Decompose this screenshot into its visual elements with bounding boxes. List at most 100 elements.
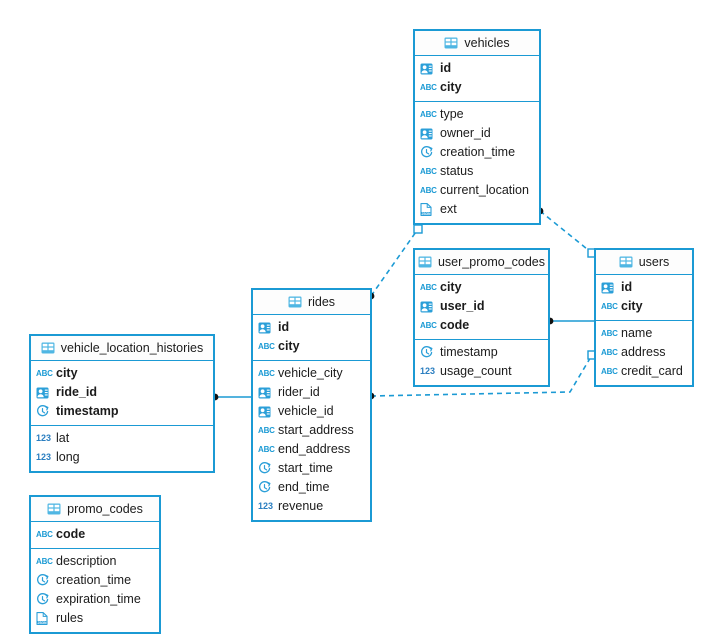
svg-text:JSON: JSON (422, 212, 432, 216)
field-name: lat (56, 431, 70, 446)
relationship-user_promo_codes-to-users[interactable] (546, 317, 594, 325)
field-row[interactable]: vehicle_id (253, 402, 370, 421)
table-header-vehicle_location_histories[interactable]: vehicle_location_histories (31, 336, 213, 361)
number-icon: 123 (420, 366, 436, 376)
string-icon: ABC (258, 425, 275, 435)
key-icon (36, 386, 51, 400)
svg-text:JSON: JSON (38, 621, 48, 625)
field-name: revenue (278, 499, 324, 514)
table-header-promo_codes[interactable]: promo_codes (31, 497, 159, 522)
field-row[interactable]: creation_time (415, 143, 539, 162)
field-row[interactable]: timestamp (31, 402, 213, 421)
relationship-vehicle_location_histories-to-rides[interactable] (211, 393, 251, 401)
field-row[interactable]: 123 revenue (253, 497, 370, 516)
field-name: expiration_time (56, 592, 141, 607)
field-name: city (621, 299, 643, 314)
field-section: timestamp 123 usage_count (415, 340, 548, 385)
string-icon: ABC (420, 166, 437, 176)
field-row[interactable]: user_id (415, 297, 548, 316)
string-icon: ABC (36, 368, 53, 378)
field-row[interactable]: creation_time (31, 571, 159, 590)
field-name: vehicle_id (278, 404, 334, 419)
field-row[interactable]: expiration_time (31, 590, 159, 609)
table-icon (444, 36, 459, 50)
table-title: rides (307, 295, 336, 309)
field-row[interactable]: timestamp (415, 343, 548, 362)
field-name: rules (56, 611, 84, 626)
field-row[interactable]: id (415, 59, 539, 78)
number-icon: 123 (258, 501, 274, 511)
field-name: timestamp (440, 345, 498, 360)
field-row[interactable]: id (253, 318, 370, 337)
key-icon (601, 281, 616, 295)
field-name: usage_count (440, 364, 512, 379)
timestamp-icon (258, 481, 273, 495)
field-name: start_address (278, 423, 354, 438)
string-icon: ABC (420, 282, 437, 292)
string-icon: ABC (420, 320, 437, 330)
field-row[interactable]: ride_id (31, 383, 213, 402)
table-header-user_promo_codes[interactable]: user_promo_codes (415, 250, 548, 275)
field-row[interactable]: end_time (253, 478, 370, 497)
field-row[interactable]: id (596, 278, 692, 297)
table-header-rides[interactable]: rides (253, 290, 370, 315)
field-name: owner_id (440, 126, 491, 141)
field-name: vehicle_city (278, 366, 343, 381)
field-name: code (56, 527, 86, 542)
field-name: id (278, 320, 290, 335)
edge-endpoint-square (413, 224, 423, 234)
field-row[interactable]: rider_id (253, 383, 370, 402)
field-row[interactable]: JSON rules (31, 609, 159, 628)
string-icon: ABC (420, 185, 437, 195)
table-title: user_promo_codes (437, 255, 545, 269)
timestamp-icon (36, 405, 51, 419)
table-icon (418, 255, 433, 269)
field-name: city (440, 80, 462, 95)
field-name: description (56, 554, 117, 569)
json-icon: JSON (36, 612, 51, 626)
table-icon (47, 502, 62, 516)
string-icon: ABC (420, 109, 437, 119)
field-row[interactable]: owner_id (415, 124, 539, 143)
field-row[interactable]: start_time (253, 459, 370, 478)
field-row[interactable]: 123 usage_count (415, 362, 548, 381)
table-header-users[interactable]: users (596, 250, 692, 275)
field-name: address (621, 345, 666, 360)
field-name: end_address (278, 442, 351, 457)
string-icon: ABC (36, 556, 53, 566)
field-name: code (440, 318, 470, 333)
field-name: ride_id (56, 385, 97, 400)
table-header-vehicles[interactable]: vehicles (415, 31, 539, 56)
